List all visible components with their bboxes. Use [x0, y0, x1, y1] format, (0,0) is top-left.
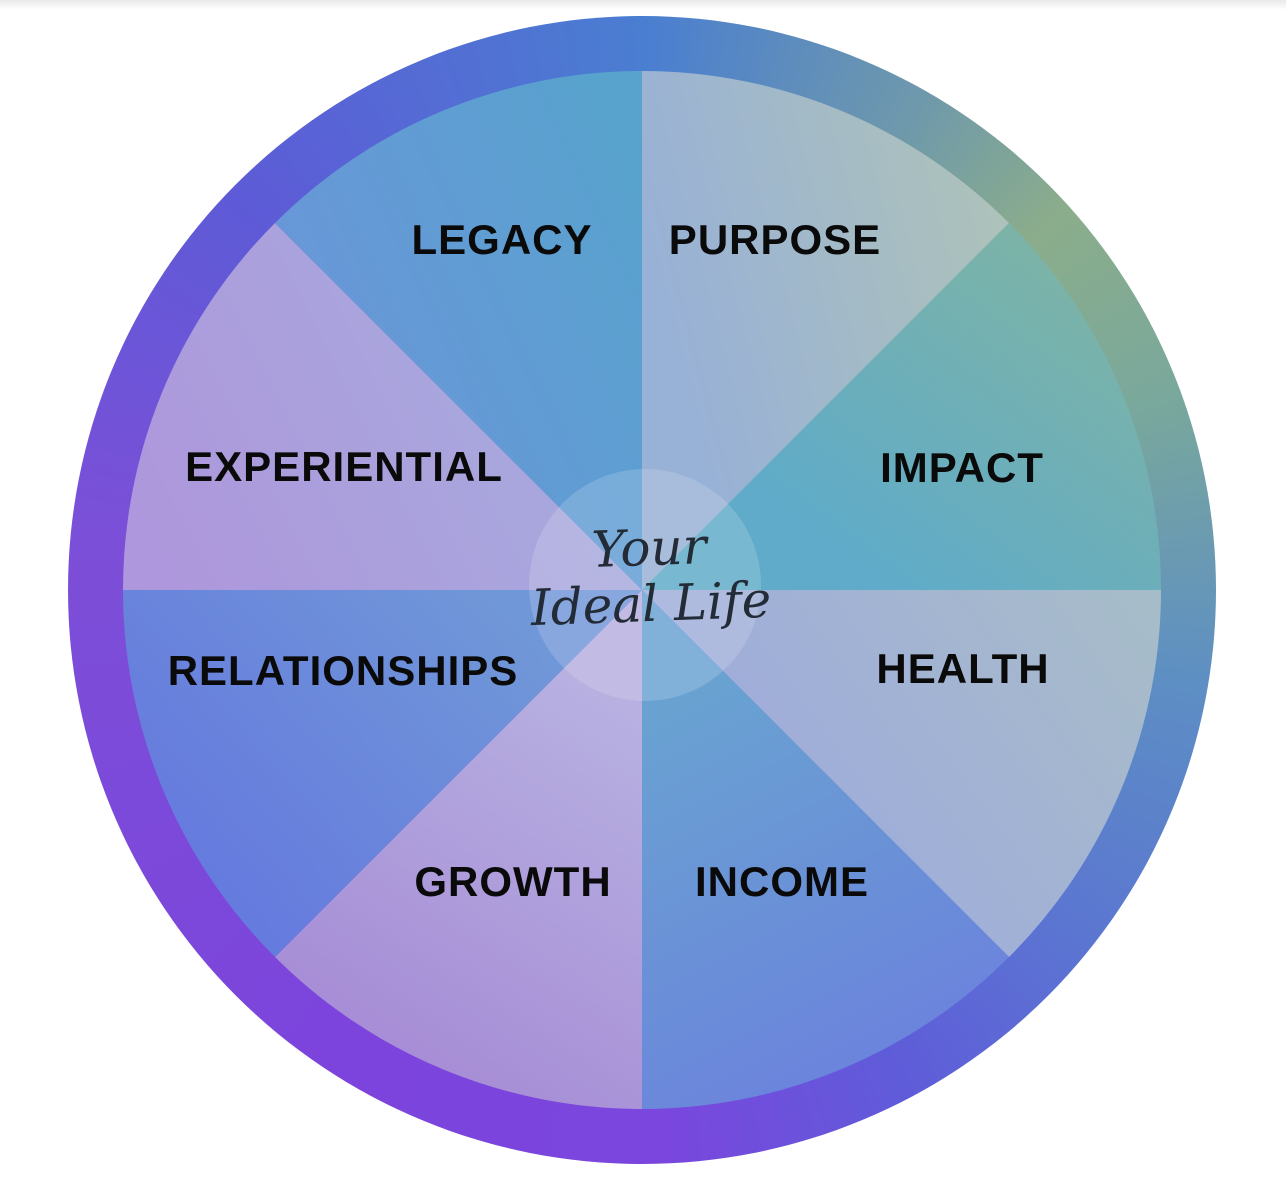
center-highlight-circle — [529, 469, 761, 701]
segment-growth — [275, 590, 642, 1109]
segment-label-relationships: RELATIONSHIPS — [167, 647, 519, 694]
segment-label-income: INCOME — [695, 858, 869, 905]
segment-label-health: HEALTH — [876, 645, 1050, 692]
segment-relationships — [123, 590, 642, 957]
segment-label-impact: IMPACT — [880, 444, 1044, 491]
segment-label-legacy: LEGACY — [411, 216, 593, 263]
segment-label-experiential: EXPERIENTIAL — [185, 443, 503, 490]
segment-impact — [642, 223, 1161, 590]
segment-label-purpose: PURPOSE — [668, 216, 882, 263]
segment-experiential — [122, 223, 642, 590]
segment-legacy — [275, 70, 642, 590]
segment-label-growth: GROWTH — [414, 858, 612, 905]
segment-income — [642, 590, 1009, 1109]
segment-purpose — [642, 71, 1009, 590]
segment-health — [642, 590, 1161, 957]
